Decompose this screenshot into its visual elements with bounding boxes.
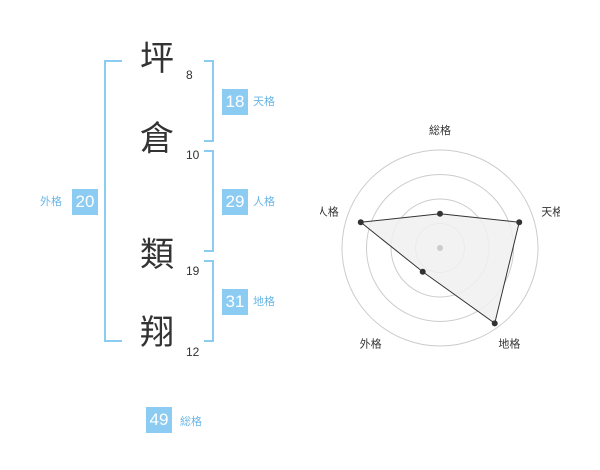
jinkaku-badge: 29: [222, 189, 248, 215]
radar-point-4: [419, 268, 426, 275]
stroke-count-4: 12: [186, 345, 200, 359]
radar-center-dot: [437, 245, 443, 251]
name-char-4: 翔: [140, 313, 174, 353]
radar-axis-label-1: 総格: [429, 123, 451, 137]
chikaku-badge: 31: [222, 289, 248, 315]
name-char-2: 倉: [140, 119, 174, 159]
soukaku-label: 総格: [180, 415, 202, 428]
stroke-count-3: 19: [186, 264, 200, 278]
gaikaku-label: 外格: [40, 195, 62, 208]
stroke-count-1: 8: [186, 68, 193, 82]
radar-grid-ring: [341, 149, 539, 347]
radar-point-5: [357, 219, 364, 226]
gaikaku-badge: 20: [72, 189, 98, 215]
jinkaku-bracket: [204, 150, 214, 252]
radar-axis-label-5: 人格: [320, 205, 339, 219]
radar-axis-label-2: 天格: [541, 205, 560, 219]
radar-axis-label-3: 地格: [498, 336, 520, 350]
chikaku-label: 地格: [253, 295, 275, 308]
radar-point-3: [491, 320, 498, 327]
tenkaku-label: 天格: [253, 95, 275, 108]
tenkaku-badge: 18: [222, 89, 248, 115]
radar-point-1: [437, 210, 443, 217]
soukaku-badge: 49: [146, 407, 172, 433]
radar-data-area: [359, 213, 520, 325]
name-char-1: 坪: [140, 39, 174, 79]
chikaku-bracket: [204, 260, 214, 342]
radar-point-2: [516, 219, 523, 226]
fortune-radar-chart: 総格天格地格 外格 人格: [317, 110, 563, 370]
tenkaku-bracket: [204, 60, 214, 142]
name-char-3: 類: [140, 235, 174, 275]
radar-grid-ring: [366, 174, 514, 322]
jinkaku-label: 人格: [253, 195, 275, 208]
radar-axis-label-4: 外格: [360, 336, 382, 350]
stroke-count-2: 10: [186, 148, 200, 162]
gaikaku-bracket: [104, 60, 122, 342]
